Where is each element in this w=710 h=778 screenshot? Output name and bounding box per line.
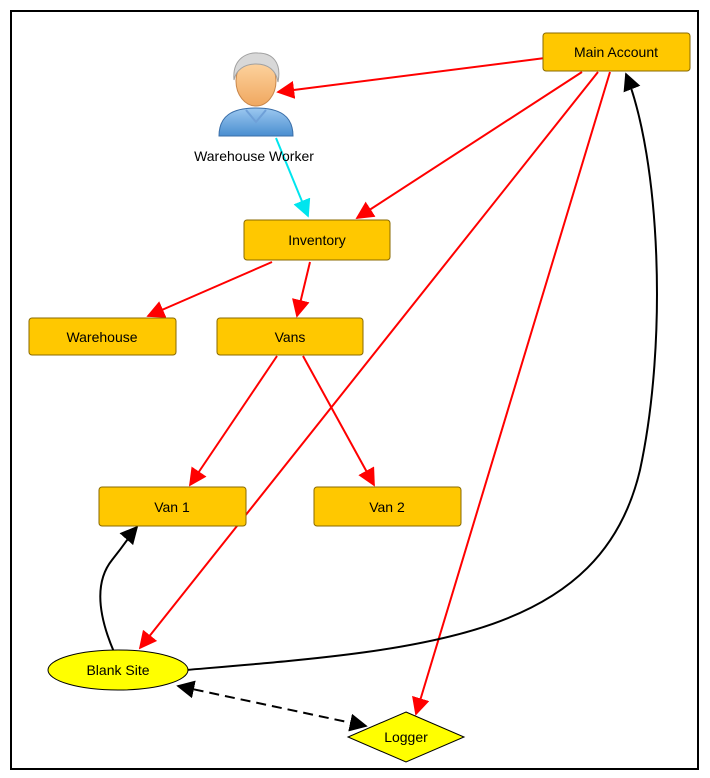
node-logger[interactable]: Logger [346,711,466,763]
node-van1[interactable]: Van 1 [98,486,247,527]
node-van2-label: Van 2 [369,499,405,515]
edge-inventory-to-vans [292,261,311,318]
edge-blank-site-logger-dashed [176,680,368,732]
node-warehouse-label: Warehouse [66,329,137,345]
node-blank-site[interactable]: Blank Site [47,649,189,691]
node-blank-site-label: Blank Site [86,662,149,678]
node-vans[interactable]: Vans [216,317,364,356]
node-main-account[interactable]: Main Account [542,32,691,72]
node-inventory[interactable]: Inventory [243,219,391,261]
edge-main-account-to-inventory [355,71,583,219]
edge-blank-site-to-main-account [185,72,658,671]
edge-inventory-to-warehouse [146,261,273,318]
edge-vans-to-van2 [302,355,375,487]
person-icon [218,52,294,137]
edge-main-account-to-warehouse-worker [276,57,546,99]
node-warehouse[interactable]: Warehouse [28,317,177,356]
node-vans-label: Vans [275,329,306,345]
node-main-account-label: Main Account [574,44,658,60]
edge-vans-to-van1 [188,355,278,487]
node-inventory-label: Inventory [288,232,346,248]
diagram-frame [10,10,699,770]
node-warehouse-worker[interactable]: Warehouse Worker [194,52,314,164]
edge-main-account-to-logger [412,71,611,716]
node-logger-label: Logger [384,729,428,745]
edge-warehouse-worker-to-inventory [275,137,311,218]
node-van1-label: Van 1 [154,499,190,515]
node-warehouse-worker-label: Warehouse Worker [194,148,314,164]
node-van2[interactable]: Van 2 [313,486,462,527]
edge-blank-site-to-van1 [99,525,139,653]
edge-main-account-to-blank-site [138,71,599,650]
